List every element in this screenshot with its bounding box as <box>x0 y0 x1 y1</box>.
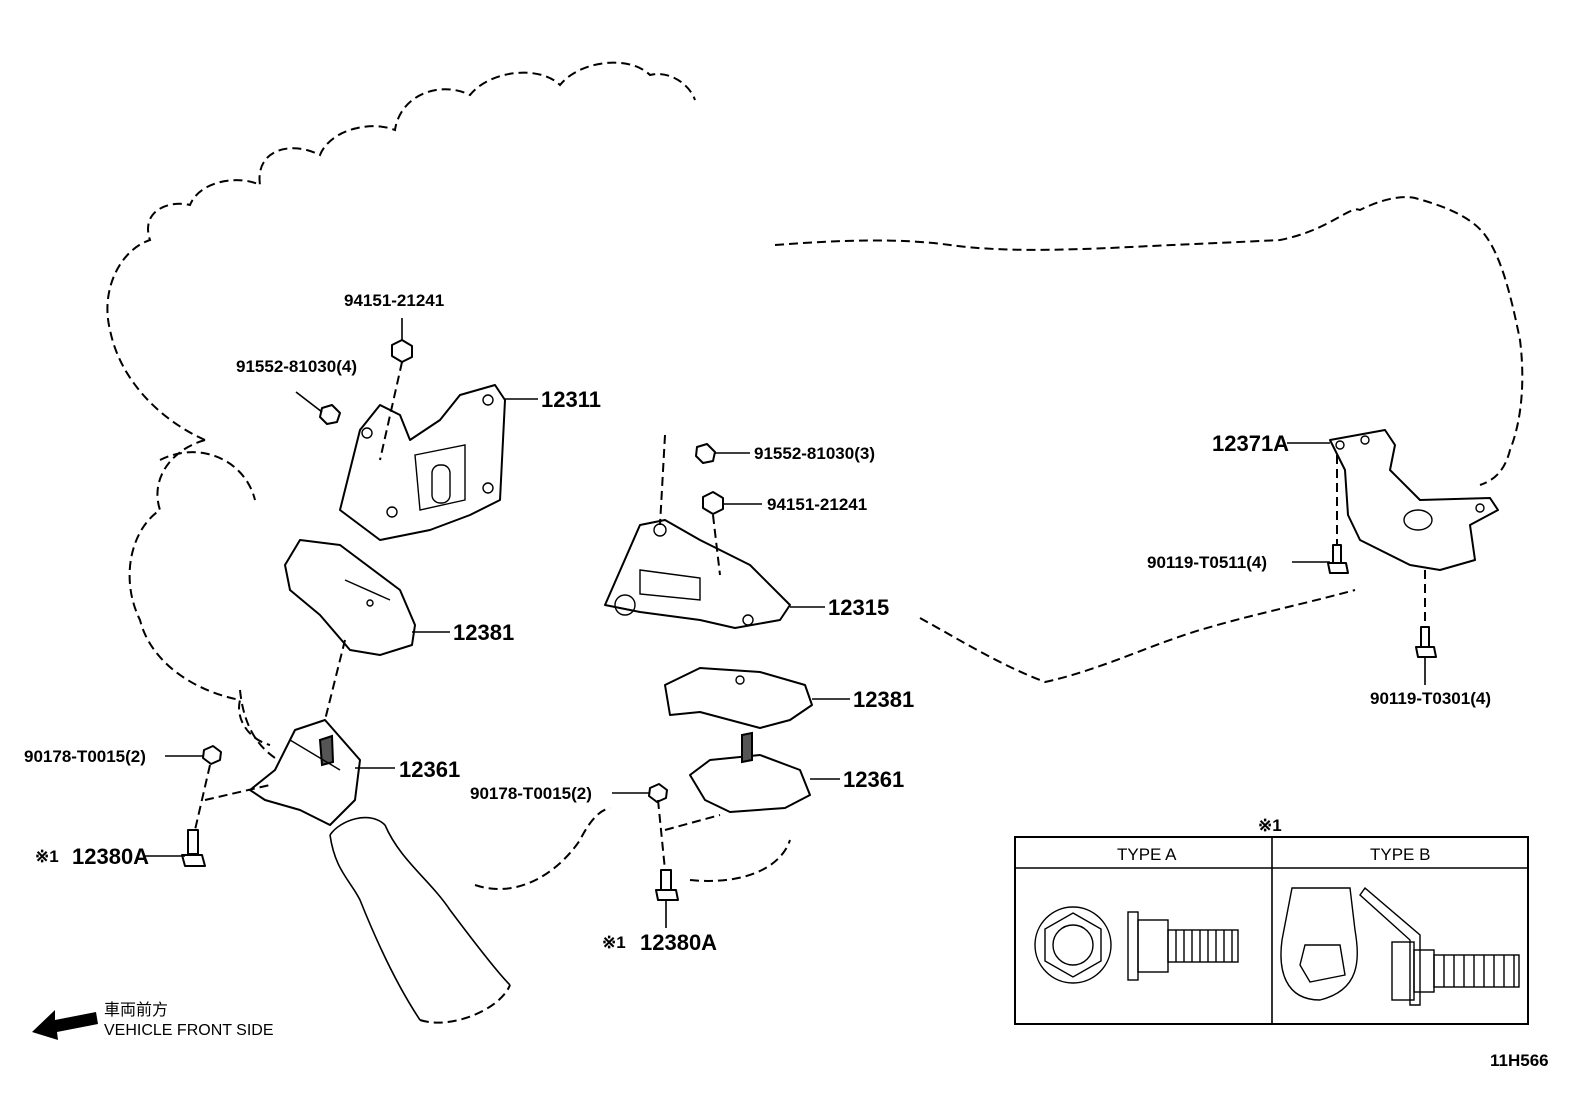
front-label-en: VEHICLE FRONT SIDE <box>104 1022 274 1039</box>
transmission-outline <box>774 196 1524 684</box>
engine-mount-bracket-12315 <box>604 519 791 629</box>
type-b-header: TYPE B <box>1370 845 1430 864</box>
table-note-mark: ※1 <box>1258 816 1282 835</box>
label-12380a-left: 12380A <box>72 844 149 869</box>
type-a-bolt-drawing <box>1034 906 1239 984</box>
insulator-12381-left <box>284 539 416 656</box>
label-12371a: 12371A <box>1212 431 1289 456</box>
label-12361-left: 12361 <box>399 757 460 782</box>
label-90119-t0301: 90119-T0301(4) <box>1370 689 1491 708</box>
engine-mount-12361-mid <box>689 731 811 813</box>
insulator-12381-mid <box>664 667 813 729</box>
front-label-jp: 車両前方 <box>104 1001 168 1019</box>
label-94151-top: 94151-21241 <box>344 291 444 310</box>
label-90178-left: 90178-T0015(2) <box>24 747 146 766</box>
label-12361-mid: 12361 <box>843 767 904 792</box>
exhaust-pipe <box>329 816 511 1024</box>
label-12311: 12311 <box>541 387 601 412</box>
bolt-12380a-left <box>181 829 206 867</box>
fastener-91552-left <box>319 404 341 425</box>
engine-outline <box>106 61 791 890</box>
type-b-bolt-drawing <box>1280 886 1520 1006</box>
bolt-90119-t0301 <box>1415 626 1437 658</box>
nut-90178-mid <box>648 783 668 803</box>
bolt-type-table: ※1 TYPE A TYPE B <box>1014 816 1529 1025</box>
engine-mount-12361-left <box>249 719 361 826</box>
note-mark-mid: ※1 <box>602 933 626 952</box>
label-12381-left: 12381 <box>453 620 514 645</box>
label-12381-mid: 12381 <box>853 687 914 712</box>
nut-94151-top <box>391 339 413 363</box>
assembly-lines <box>194 361 1426 871</box>
type-a-header: TYPE A <box>1117 845 1177 864</box>
figure-code: 11H566 <box>1490 1051 1549 1070</box>
front-arrow-icon <box>32 1010 98 1040</box>
nut-94151-mid <box>702 491 724 515</box>
note-mark-left: ※1 <box>35 847 59 866</box>
part-labels: 94151-21241 91552-81030(4) 12311 12381 9… <box>24 291 1491 955</box>
label-12380a-mid: 12380A <box>640 930 717 955</box>
label-91552-mid: 91552-81030(3) <box>754 444 875 463</box>
label-91552-left: 91552-81030(4) <box>236 357 357 376</box>
engine-mount-bracket-12311 <box>339 384 506 541</box>
label-90178-mid: 90178-T0015(2) <box>470 784 592 803</box>
bolt-91552-mid <box>695 443 716 464</box>
transmission-mount-12371a <box>1329 429 1499 571</box>
label-94151-mid: 94151-21241 <box>767 495 867 514</box>
leader-lines <box>145 318 1426 928</box>
nut-90178-left <box>202 745 222 765</box>
bolt-90119-t0511 <box>1327 544 1349 574</box>
label-12315: 12315 <box>828 595 889 620</box>
bolt-12380a-mid <box>655 869 679 901</box>
label-90119-t0511: 90119-T0511(4) <box>1147 553 1267 572</box>
vehicle-front-indicator: 車両前方 VEHICLE FRONT SIDE <box>32 1001 274 1040</box>
